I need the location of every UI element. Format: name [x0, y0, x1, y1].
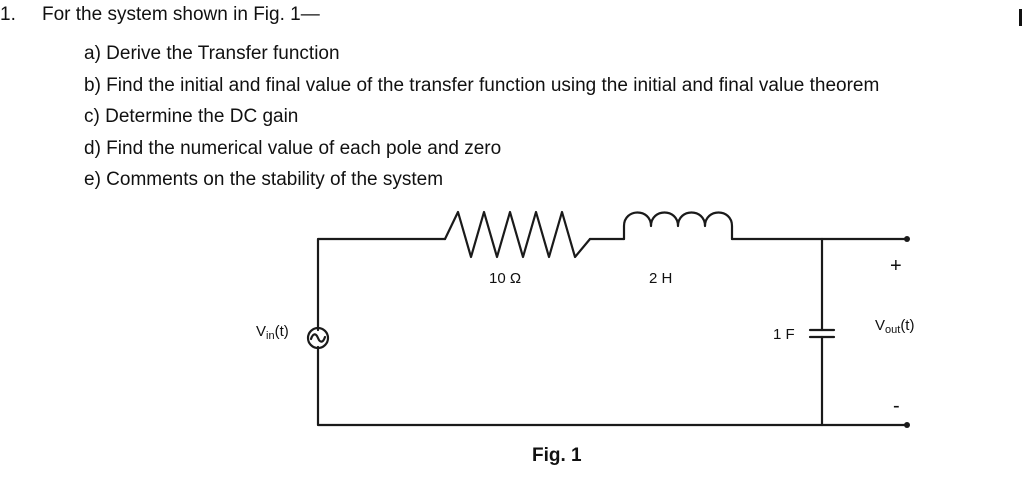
bottom-wire [316, 345, 909, 427]
output-minus-sign: - [893, 395, 900, 417]
figure-caption: Fig. 1 [532, 445, 582, 466]
question-part-c: c) Determine the DC gain [84, 106, 299, 127]
question-part-b: b) Find the initial and final value of t… [84, 74, 880, 96]
page-edge-mark [1019, 9, 1022, 26]
question-part-a: a) Derive the Transfer function [84, 43, 340, 64]
source-label: Vin(t) [256, 323, 289, 342]
resistor-symbol [443, 210, 592, 259]
ac-source-circle [306, 326, 330, 350]
output-terminal-bottom [904, 422, 910, 428]
output-terminal-top [904, 236, 910, 242]
resistor-label: 10 Ω [489, 270, 521, 287]
question-part-e: e) Comments on the stability of the syst… [84, 169, 444, 190]
inductor-symbol [622, 211, 734, 241]
inductor-label: 2 H [649, 270, 672, 287]
output-label: Vout(t) [875, 317, 914, 336]
question-number: 1. [0, 4, 16, 25]
capacitor-label: 1 F [773, 326, 795, 343]
question-part-d: d) Find the numerical value of each pole… [84, 137, 502, 159]
question-parts-list: a) Derive the Transfer function b) Find … [84, 38, 879, 196]
output-plus-sign: + [890, 255, 902, 277]
ac-source-wave-icon [309, 333, 327, 343]
top-left-wire [316, 237, 447, 332]
question-stem: For the system shown in Fig. 1— [42, 4, 320, 25]
